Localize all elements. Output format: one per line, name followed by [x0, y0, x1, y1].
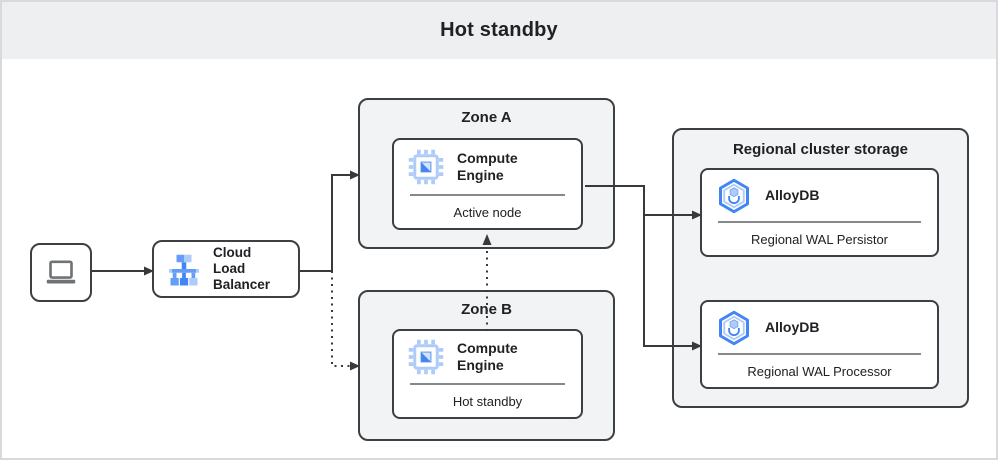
alloydb-card-persistor: AlloyDB Regional WAL Persistor — [700, 168, 939, 257]
laptop-icon — [46, 259, 76, 283]
page-title: Hot standby — [440, 19, 558, 41]
compute-engine-card-b-top: Compute Engine — [394, 331, 581, 383]
compute-engine-icon — [408, 339, 444, 375]
compute-engine-label: Compute Engine — [457, 340, 518, 373]
zone-a-title: Zone A — [461, 109, 512, 126]
active-node-label: Active node — [453, 204, 522, 220]
load-balancer-label: Cloud Load Balancer — [213, 245, 271, 292]
connector-lb-to-zone-b-dotted — [331, 271, 350, 367]
zone-a-container: Zone A Compute Engine — [358, 98, 615, 249]
compute-engine-card-b: Compute Engine Hot standby — [392, 329, 583, 419]
alloydb-card-1-top: AlloyDB — [702, 170, 937, 221]
regional-storage-title: Regional cluster storage — [732, 141, 909, 158]
alloydb-label: AlloyDB — [765, 319, 820, 335]
load-balancer-icon — [169, 254, 199, 286]
regional-storage-container: Regional cluster storage AlloyDB Regiona… — [672, 128, 969, 408]
compute-engine-label: Compute Engine — [457, 150, 518, 183]
hot-standby-label: Hot standby — [452, 393, 523, 409]
client-node — [30, 243, 92, 302]
alloydb-card-processor: AlloyDB Regional WAL Processor — [700, 300, 939, 389]
alloydb-icon — [719, 310, 749, 345]
compute-engine-icon — [408, 149, 444, 185]
card-divider — [410, 383, 565, 385]
alloydb-icon — [719, 178, 749, 213]
diagram-canvas: Cloud Load Balancer Zone A — [2, 59, 996, 458]
load-balancer-node: Cloud Load Balancer — [152, 240, 300, 298]
compute-engine-card-a: Compute Engine Active node — [392, 138, 583, 230]
zone-b-container: Zone B Compute Engine — [358, 290, 615, 441]
compute-engine-card-a-top: Compute Engine — [394, 140, 581, 194]
zone-b-title: Zone B — [461, 301, 512, 318]
connector-lb-to-zone-a — [300, 174, 350, 272]
alloydb-label: AlloyDB — [765, 187, 820, 203]
wal-processor-label: Regional WAL Processor — [747, 363, 892, 379]
card-divider — [410, 194, 565, 196]
wal-persistor-label: Regional WAL Persistor — [750, 231, 889, 247]
header-band: Hot standby — [2, 2, 996, 59]
card-divider — [718, 353, 921, 355]
card-divider — [718, 221, 921, 223]
alloydb-card-2-top: AlloyDB — [702, 302, 937, 353]
